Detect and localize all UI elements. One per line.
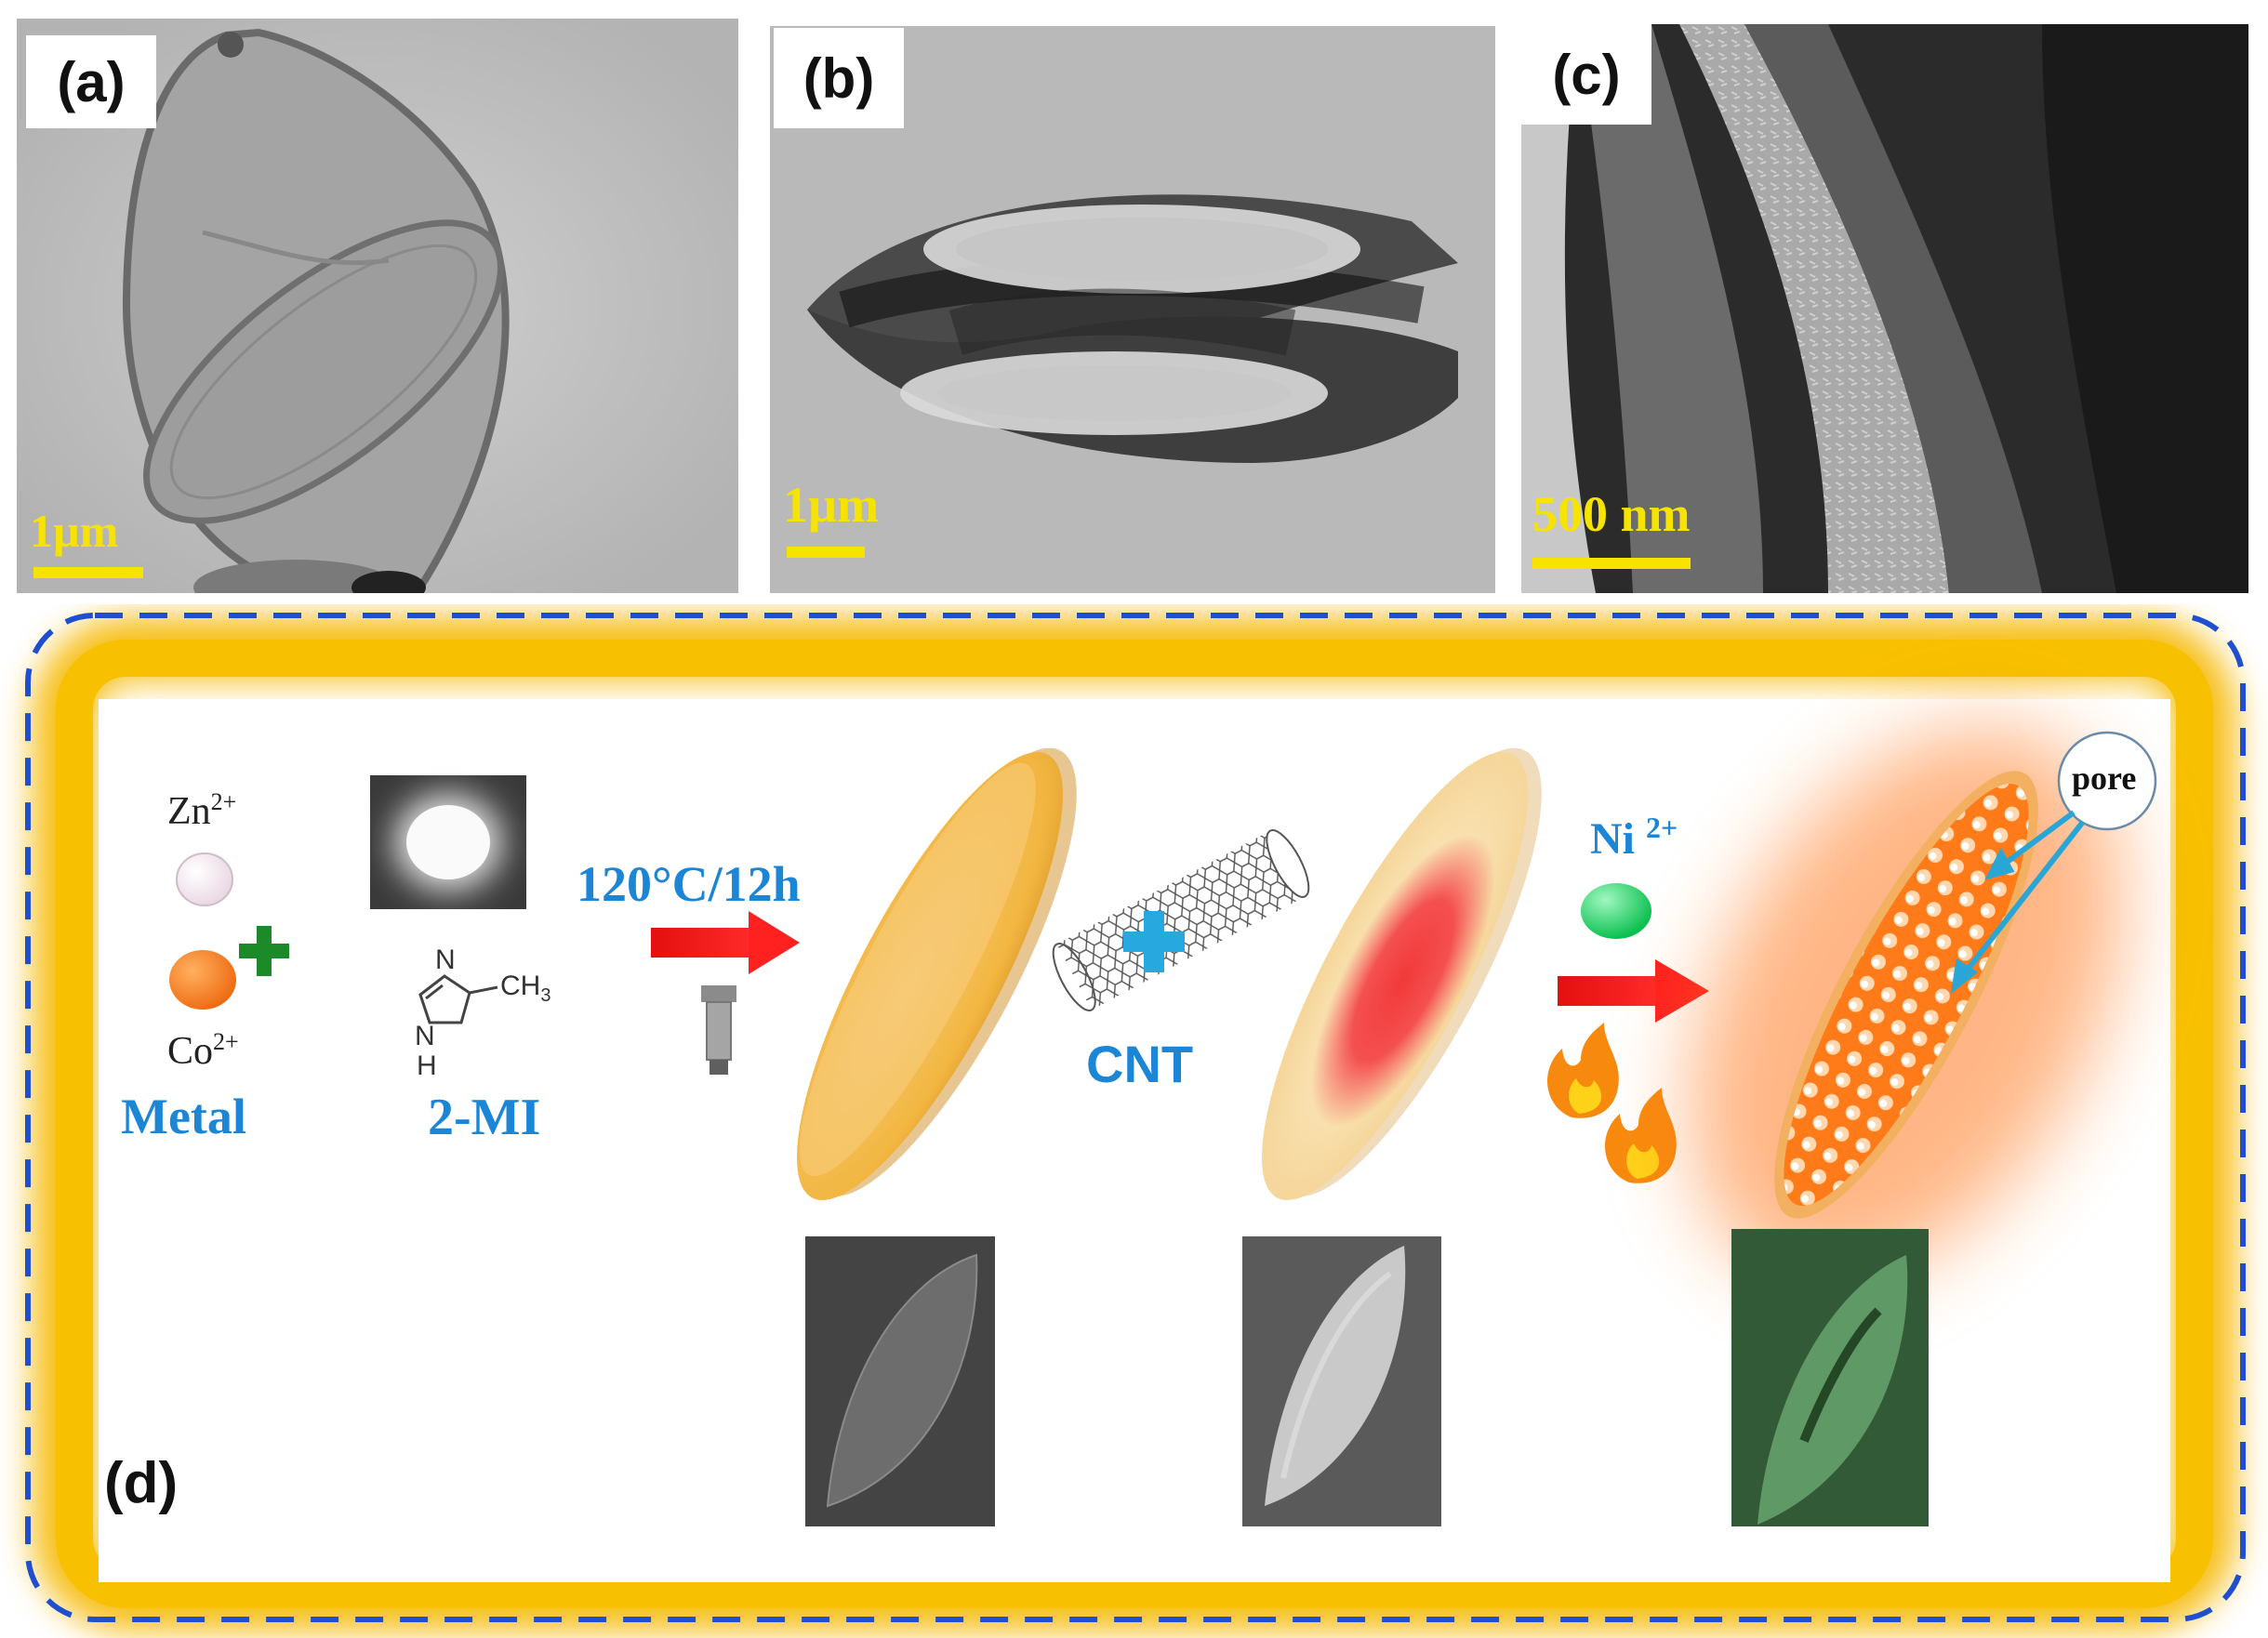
co-ion-ball (169, 950, 236, 1010)
ni-ion-charge: 2+ (1646, 811, 1678, 844)
arrow-2-icon (1558, 959, 1709, 1023)
panel-label-b: (b) (774, 28, 904, 128)
ni-ion-ball (1581, 883, 1651, 939)
tem-image-c (1521, 24, 2248, 593)
cyan-plus-icon (1123, 911, 1185, 972)
mi-name-label: 2-MI (428, 1089, 541, 1146)
pore-pointer-arrows (1950, 810, 2086, 995)
mi-nh-atom: N (415, 1021, 435, 1051)
porous-leaf (1774, 771, 2038, 1219)
zn-ion-ball (176, 852, 233, 906)
scheme-graphics (25, 613, 2246, 1631)
pore-label: pore (2072, 760, 2137, 797)
autoclave-icon (701, 985, 736, 1075)
cnt-tube (1052, 829, 1310, 1011)
panel-label-a: (a) (26, 35, 156, 128)
tem-panel-c: (c) 500 nm (1521, 24, 2248, 593)
tem-panel-b: (b) 1µm (770, 26, 1495, 593)
scale-text-c: 500 nm (1532, 486, 1691, 542)
tem-panel-a: (a) 1µm (17, 19, 738, 593)
mi-methyl-subscript: 3 (540, 985, 551, 1006)
zn-ion-charge: 2+ (210, 788, 237, 815)
scale-bar-c (1532, 558, 1691, 569)
co-ion-label: Co2+ (167, 1028, 239, 1073)
mi-h-atom: H (417, 1050, 437, 1081)
scheme-panel-d: Zn2+ Co2+ Metal N N H CH3 2-MI 120°C/12h… (0, 604, 2268, 1638)
sem-image-1 (805, 1236, 995, 1526)
scale-text-a: 1µm (30, 505, 119, 557)
arrow-1-icon (651, 911, 800, 974)
mi-structure (418, 974, 498, 1024)
sem-image-2 (1242, 1236, 1441, 1526)
zif-leaf (796, 747, 1077, 1200)
condition-label: 120°C/12h (577, 856, 801, 912)
flame-icon (1546, 1023, 1619, 1118)
pore-callout (2057, 731, 2157, 831)
zn-ion-label: Zn2+ (167, 788, 237, 833)
mi-methyl-label: CH3 (500, 971, 551, 1006)
dashed-frame (25, 613, 2246, 1622)
tem-image-b (770, 26, 1495, 593)
scale-bar-a (33, 567, 143, 578)
scale-text-b: 1µm (783, 477, 880, 533)
flame-icon-2 (1604, 1088, 1677, 1183)
sem-image-3 (1731, 1229, 1929, 1526)
green-plus-icon (239, 926, 289, 976)
tem-image-a (17, 19, 738, 593)
metal-label: Metal (121, 1089, 246, 1144)
co-ion-charge: 2+ (213, 1028, 239, 1055)
panel-label-d: (d) (104, 1451, 179, 1515)
ni-ion-label: Ni 2+ (1590, 811, 1678, 864)
cnt-label: CNT (1086, 1035, 1194, 1093)
cnt-zif-leaf (1261, 747, 1542, 1200)
mi-n-atom: N (435, 944, 456, 975)
panel-label-c: (c) (1521, 24, 1651, 125)
scale-bar-b (787, 547, 865, 558)
